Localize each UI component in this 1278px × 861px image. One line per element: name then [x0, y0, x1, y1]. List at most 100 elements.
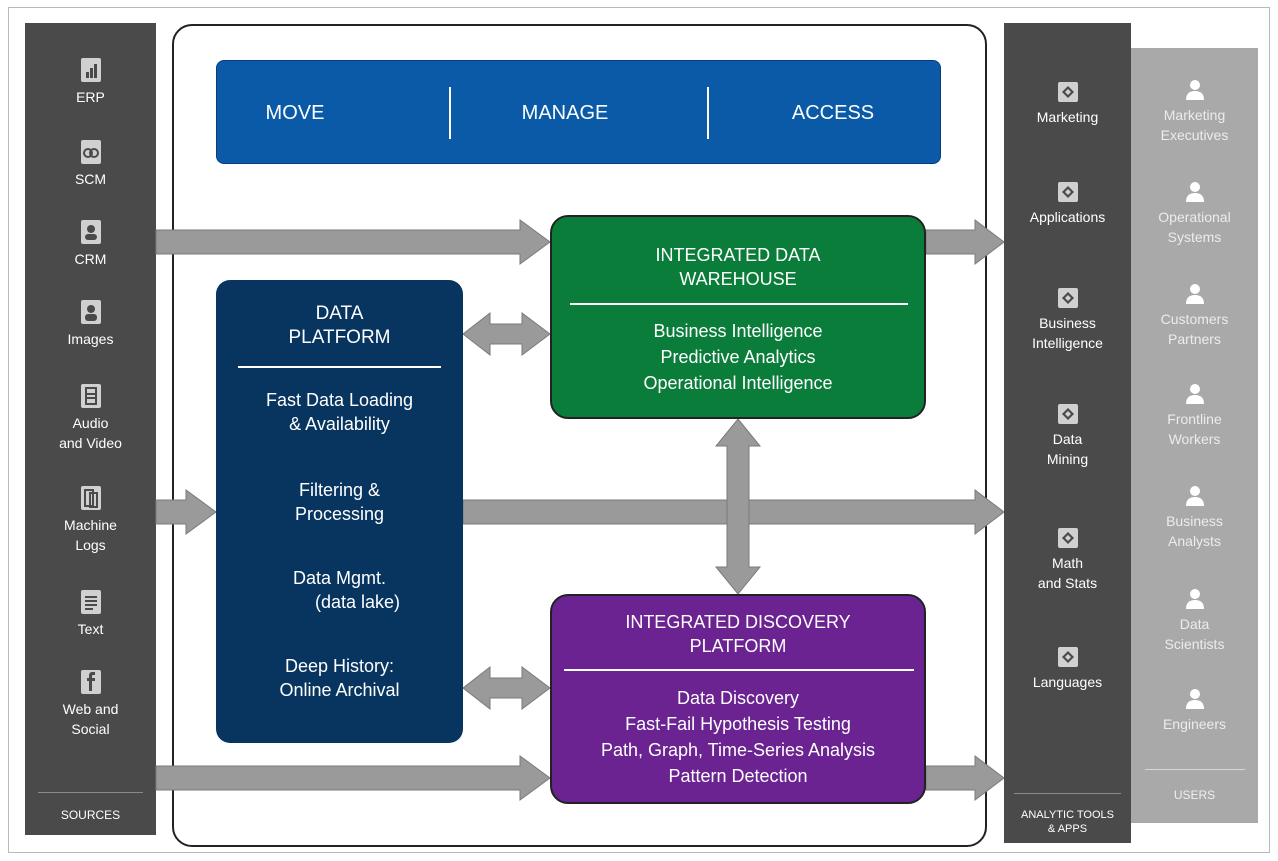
banner-manage: MANAGE — [521, 102, 609, 124]
user-label: Executives — [1160, 127, 1229, 143]
tool-label: and Stats — [1037, 575, 1098, 591]
tool-icon — [1057, 288, 1078, 308]
item-line: Deep History: — [284, 656, 395, 676]
tool-math-stats: Math and Stats — [1004, 527, 1131, 593]
log-icon — [80, 486, 101, 510]
user-label: Marketing — [1163, 107, 1226, 123]
discovery-line: Path, Graph, Time-Series Analysis — [600, 740, 876, 760]
integrated-data-warehouse-box: INTEGRATED DATA WAREHOUSE Business Intel… — [550, 215, 926, 419]
banner-divider — [449, 87, 451, 139]
users-separator — [1145, 769, 1245, 770]
user-data-scientists: Data Scientists — [1131, 588, 1258, 654]
tool-label: Intelligence — [1032, 335, 1103, 351]
tool-label: Marketing — [1036, 109, 1099, 125]
film-icon — [80, 384, 101, 408]
item-line: Filtering & — [298, 480, 381, 500]
discovery-rule — [564, 669, 914, 671]
banner-divider — [707, 87, 709, 139]
discovery-line: Pattern Detection — [668, 766, 808, 786]
data-platform-rule — [238, 366, 441, 368]
person-doc-icon — [80, 220, 101, 244]
source-audio-video: Audio and Video — [25, 383, 156, 453]
user-icon — [1185, 80, 1204, 100]
arrow-sources-to-warehouse — [155, 219, 551, 265]
source-web-social: Web and Social — [25, 669, 156, 739]
analytic-tools-column: Marketing Applications Business Intellig… — [1004, 23, 1131, 843]
source-images: Images — [25, 299, 156, 349]
source-label-line2: and Video — [59, 435, 122, 451]
banner-move: MOVE — [265, 102, 325, 124]
outer-frame — [8, 7, 1270, 853]
tool-label: Mining — [1046, 451, 1089, 467]
user-engineers: Engineers — [1131, 688, 1258, 734]
title-line: DATA — [315, 303, 364, 324]
source-label: Images — [67, 331, 114, 347]
user-icon — [1185, 384, 1204, 404]
user-label: Engineers — [1162, 716, 1227, 732]
sources-caption: SOURCES — [60, 808, 121, 822]
sources-separator — [38, 792, 143, 793]
user-business-analysts: Business Analysts — [1131, 485, 1258, 551]
sources-column: ERP SCM CRM Images Audio and Video Machi… — [25, 23, 156, 835]
tool-label: Business — [1039, 315, 1096, 331]
user-label: Data — [1179, 616, 1210, 632]
text-doc-icon — [80, 590, 101, 614]
title-line: INTEGRATED DATA — [655, 245, 821, 265]
source-label-line1: Audio — [72, 415, 109, 431]
facebook-icon — [80, 670, 101, 694]
source-label: ERP — [76, 89, 105, 105]
arrow-platform-warehouse — [462, 311, 551, 357]
tools-caption: ANALYTIC TOOLS & APPS — [1004, 808, 1131, 836]
users-column: Marketing Executives Operational Systems… — [1131, 48, 1258, 823]
user-label: Frontline — [1167, 411, 1222, 427]
user-icon — [1185, 689, 1204, 709]
bar-chart-icon — [80, 58, 101, 82]
source-erp: ERP — [25, 57, 156, 107]
item-line: Fast Data Loading — [265, 390, 414, 410]
banner-access: ACCESS — [791, 102, 875, 124]
users-caption: USERS — [1173, 788, 1216, 802]
source-label-line1: Web and — [62, 701, 119, 717]
user-label: Analysts — [1168, 533, 1221, 549]
user-label: Workers — [1168, 431, 1221, 447]
item-line: Data Mgmt. — [292, 568, 387, 588]
discovery-line: Fast-Fail Hypothesis Testing — [625, 714, 851, 734]
arrow-platform-discovery — [462, 665, 551, 711]
title-line: PLATFORM — [288, 327, 391, 348]
source-machine-logs: Machine Logs — [25, 485, 156, 555]
discovery-line: Data Discovery — [676, 688, 800, 708]
warehouse-line: Business Intelligence — [653, 321, 823, 341]
arrow-sources-to-platform — [155, 489, 217, 535]
caption-line: ANALYTIC TOOLS — [1021, 809, 1114, 821]
user-label: Operational — [1158, 209, 1231, 225]
warehouse-rule — [570, 303, 908, 305]
warehouse-line: Predictive Analytics — [660, 347, 816, 367]
item-line: Online Archival — [279, 680, 400, 700]
arrow-discovery-to-tools — [925, 754, 1005, 802]
image-icon — [80, 300, 101, 324]
data-platform-title: DATA PLATFORM — [216, 302, 463, 350]
title-line: WAREHOUSE — [679, 269, 797, 289]
tool-icon — [1057, 82, 1078, 102]
tool-languages: Languages — [1004, 646, 1131, 692]
user-label: Business — [1166, 513, 1223, 529]
source-label-line2: Logs — [75, 537, 106, 553]
chain-icon — [80, 140, 101, 164]
source-text: Text — [25, 589, 156, 639]
tool-icon — [1057, 404, 1078, 424]
discovery-title: INTEGRATED DISCOVERY PLATFORM — [552, 610, 924, 658]
tool-label: Applications — [1029, 209, 1106, 225]
item-line: & Availability — [289, 414, 390, 434]
platform-item-loading: Fast Data Loading & Availability — [216, 388, 463, 436]
warehouse-title: INTEGRATED DATA WAREHOUSE — [552, 243, 924, 291]
move-manage-access-banner: MOVE MANAGE ACCESS — [216, 60, 941, 164]
user-label: Partners — [1168, 331, 1221, 347]
platform-item-data-mgmt: Data Mgmt. (data lake) — [216, 566, 463, 614]
user-icon — [1185, 486, 1204, 506]
item-line: Processing — [294, 504, 385, 524]
arrow-sources-to-discovery — [155, 755, 551, 801]
source-label-line2: Social — [71, 721, 110, 737]
caption-line: & APPS — [1047, 823, 1088, 835]
title-line: INTEGRATED DISCOVERY — [625, 612, 851, 632]
